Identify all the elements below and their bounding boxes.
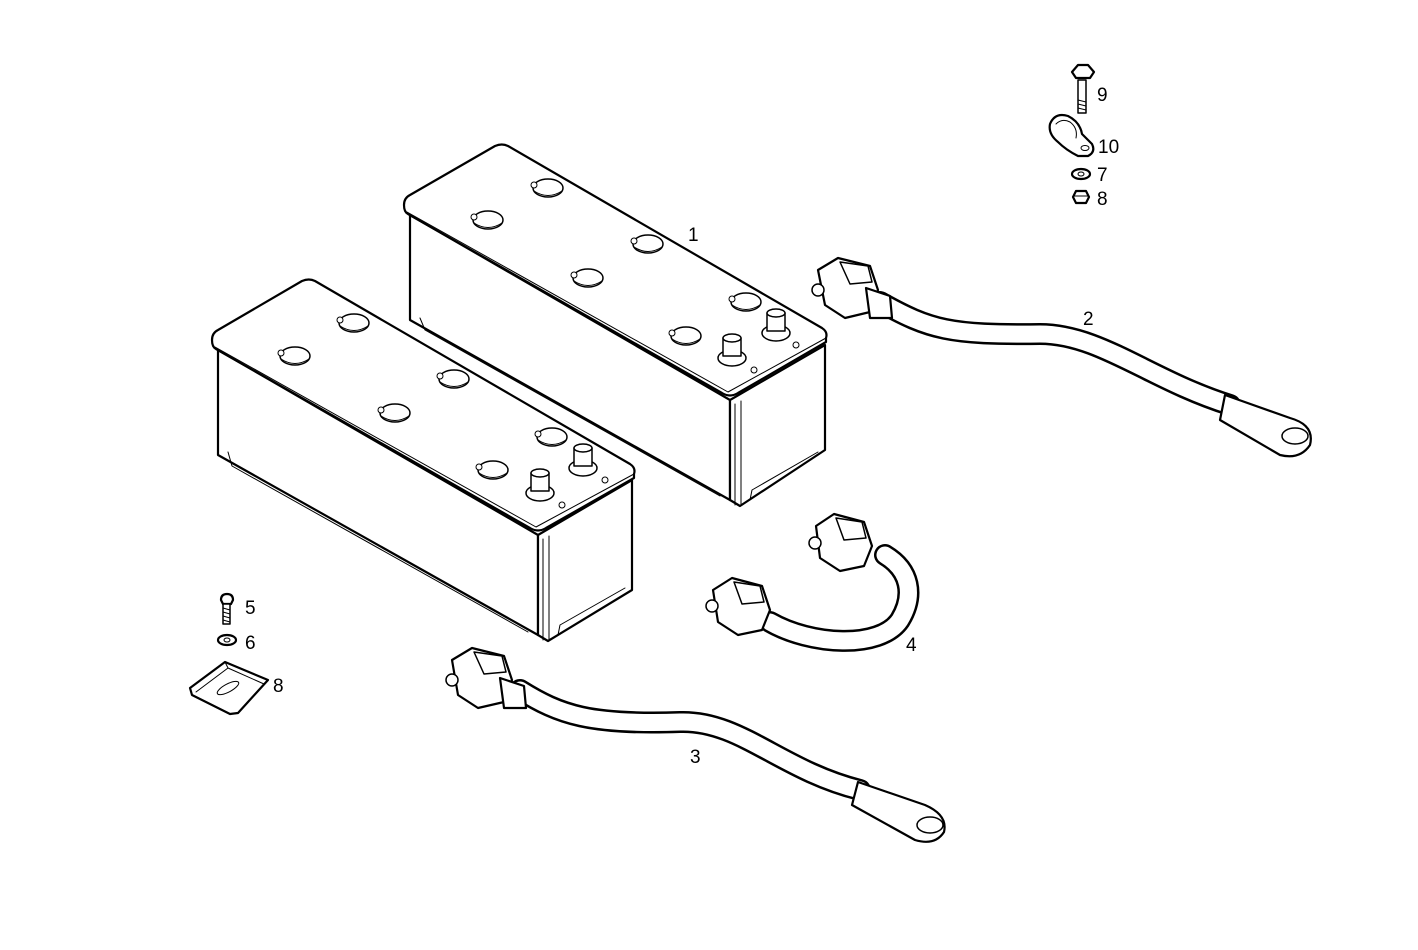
clip-10[interactable]	[1048, 113, 1095, 158]
callout-10: 10	[1098, 137, 1120, 158]
bolt-5[interactable]	[219, 592, 235, 625]
callout-9: 9	[1097, 85, 1108, 106]
callout-8-plate: 8	[273, 676, 284, 697]
washer-6[interactable]	[216, 633, 238, 647]
nut-8[interactable]	[1071, 189, 1091, 205]
vent-caps	[277, 313, 568, 480]
cable-2[interactable]	[811, 256, 1312, 458]
terminal-posts	[717, 308, 800, 374]
battery-1[interactable]	[402, 143, 828, 508]
terminal-posts	[525, 443, 609, 509]
callout-2: 2	[1083, 309, 1094, 330]
callout-8-nut: 8	[1097, 189, 1108, 210]
battery-2[interactable]	[210, 278, 636, 643]
callout-1: 1	[688, 225, 699, 246]
cable-3[interactable]	[445, 646, 946, 843]
callout-3: 3	[690, 747, 701, 768]
washer-7[interactable]	[1070, 167, 1092, 181]
callout-5: 5	[245, 598, 256, 619]
vent-caps	[470, 178, 762, 346]
cable-4[interactable]	[705, 512, 920, 652]
clamp-plate-8[interactable]	[188, 660, 270, 716]
callout-6: 6	[245, 633, 256, 654]
callout-4: 4	[906, 635, 917, 656]
callout-7: 7	[1097, 165, 1108, 186]
bolt-9[interactable]	[1070, 63, 1096, 114]
